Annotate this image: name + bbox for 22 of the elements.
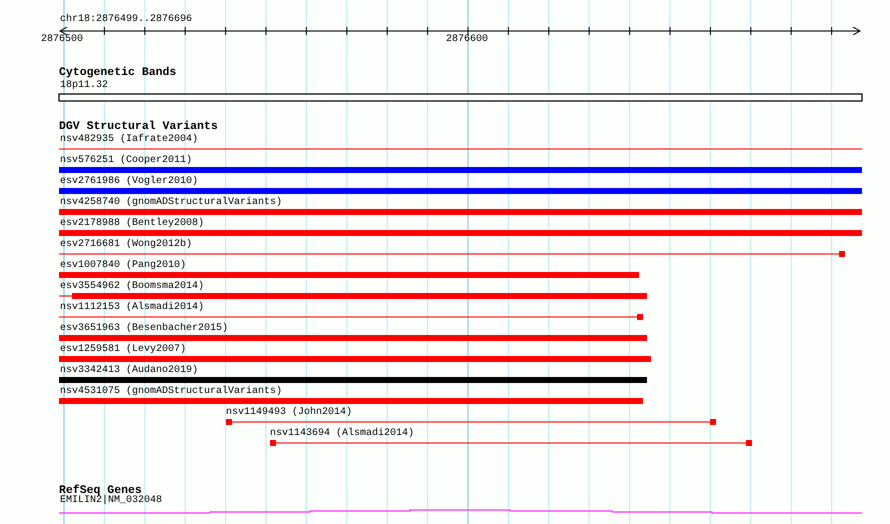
feature-label: esv3554962 (Boomsma2014) [60,281,204,293]
feature-label: nsv4531075 (gnomADStructuralVariants) [60,386,282,398]
feature-label: nsv482935 (Iafrate2004) [60,134,198,146]
track-title: Cytogenetic Bands [59,67,176,79]
feature-label: nsv1112153 (Alsmadi2014) [60,302,204,314]
track-title: DGV Structural Variants [59,121,218,133]
feature-label: nsv576251 (Cooper2011) [60,155,192,167]
feature-label: esv1007840 (Pang2010) [60,260,186,272]
scale-label: chr18:2876499..2876696 [60,14,192,26]
feature-label: nsv3342413 (Audano2019) [60,365,198,377]
gene-label: EMILIN2|NM_032048 [60,495,162,507]
feature-label: esv1259581 (Levy2007) [60,344,186,356]
feature-label: nsv4258740 (gnomADStructuralVariants) [60,197,282,209]
band-label: 18p11.32 [60,80,108,92]
feature-label: nsv1149493 (John2014) [226,407,352,419]
feature-label: esv2716681 (Wong2012b) [60,239,192,251]
tick-label: 2876600 [446,34,488,46]
feature-label: esv2761986 (Vogler2010) [60,176,198,188]
feature-label: esv2178988 (Bentley2008) [60,218,204,230]
tick-label: 2876500 [41,34,84,46]
feature-label: esv3651963 (Besenbacher2015) [60,323,228,335]
feature-label: nsv1143694 (Alsmadi2014) [270,428,414,440]
